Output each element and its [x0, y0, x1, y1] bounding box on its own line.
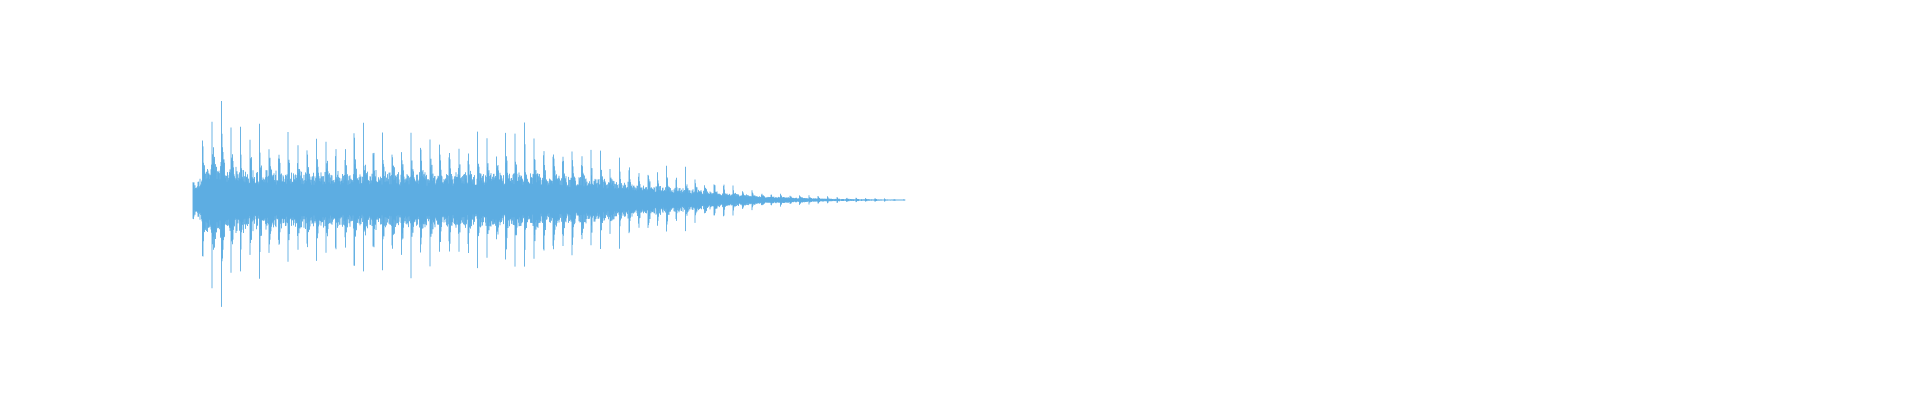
waveform-line — [192, 101, 906, 307]
waveform-series — [192, 101, 906, 307]
